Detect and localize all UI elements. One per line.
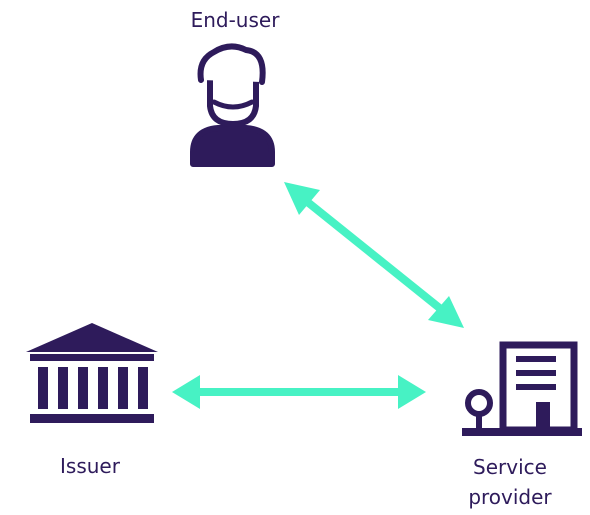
service-provider-label: Service provider [430,452,590,512]
service-provider-label-line1: Service [473,455,547,479]
end-user-label: End-user [190,8,280,32]
arrow-issuer-service-provider [172,375,426,409]
end-user-icon [190,43,275,167]
arrow-end-user-service-provider [284,182,464,328]
bank-icon [26,323,158,423]
issuer-label: Issuer [60,454,120,478]
service-provider-label-line2: provider [468,485,552,509]
building-icon [462,341,582,436]
